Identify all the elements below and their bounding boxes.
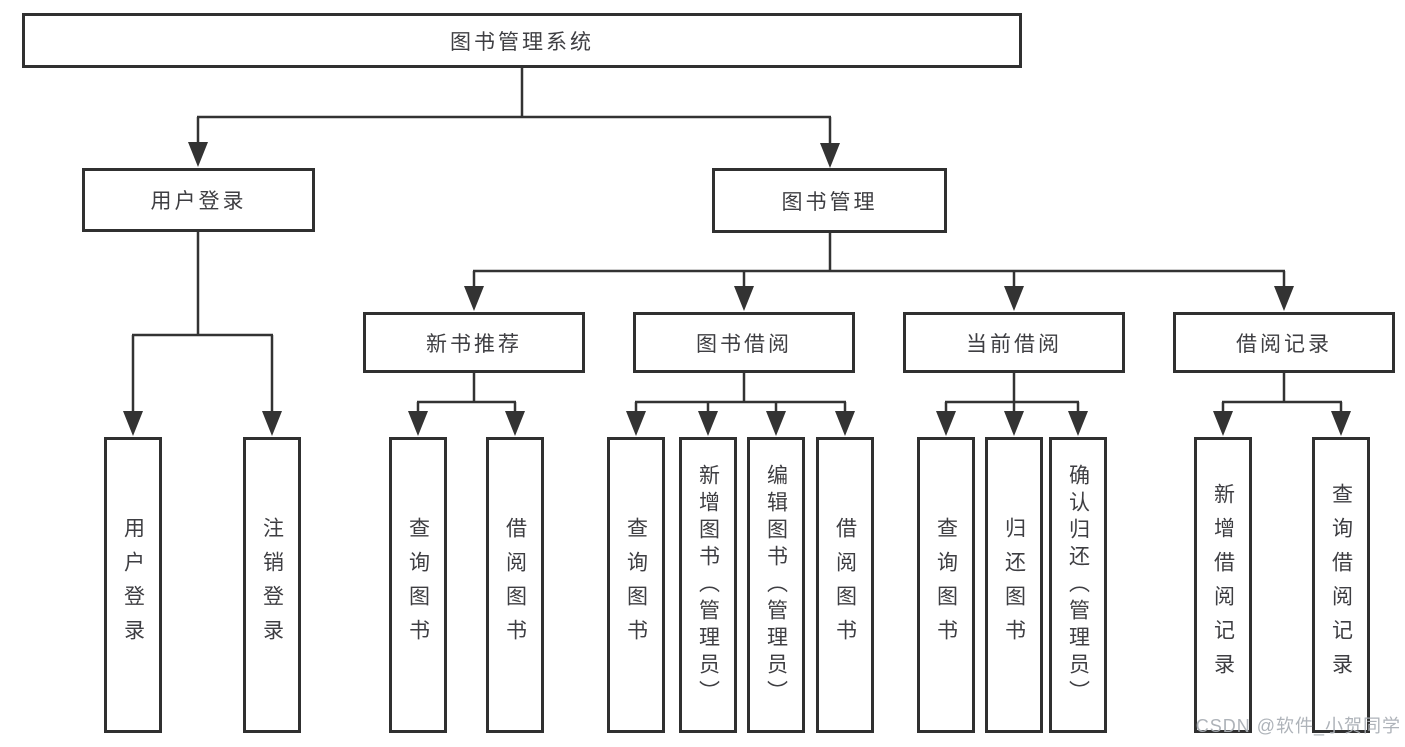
leaf-label: 新增借阅记录 (1211, 483, 1235, 687)
arrow-down-icon (1004, 411, 1024, 436)
leaf-newbooks-borrow-books: 借阅图书 (486, 437, 544, 733)
node-current-borrowing: 当前借阅 (903, 312, 1125, 373)
leaf-newbooks-query-books: 查询图书 (389, 437, 447, 733)
leaf-borrowing-query-books: 查询图书 (607, 437, 665, 733)
arrow-down-icon (262, 411, 282, 436)
leaf-borrowing-edit-books-admin: 编辑图书（管理员） (747, 437, 805, 733)
leaf-current-query-books: 查询图书 (917, 437, 975, 733)
watermark: CSDN @软件_小贺同学 (1195, 716, 1401, 736)
leaf-current-return-books: 归还图书 (985, 437, 1043, 733)
leaf-label: 查询图书 (934, 517, 958, 653)
node-book-borrowing: 图书借阅 (633, 312, 855, 373)
arrow-down-icon (505, 411, 525, 436)
arrow-down-icon (626, 411, 646, 436)
arrow-down-icon (1004, 286, 1024, 311)
arrow-down-icon (464, 286, 484, 311)
leaf-label: 查询图书 (624, 517, 648, 653)
arrow-down-icon (1213, 411, 1233, 436)
node-book-management: 图书管理 (712, 168, 947, 233)
node-new-book-recommendation: 新书推荐 (363, 312, 585, 373)
leaf-label: 编辑图书（管理员） (764, 463, 788, 707)
leaf-label: 用户登录 (121, 517, 145, 653)
arrow-down-icon (835, 411, 855, 436)
leaf-records-add-record: 新增借阅记录 (1194, 437, 1252, 733)
arrow-down-icon (936, 411, 956, 436)
leaf-label: 查询图书 (406, 517, 430, 653)
leaf-current-confirm-return-admin: 确认归还（管理员） (1049, 437, 1107, 733)
leaf-borrowing-borrow-books: 借阅图书 (816, 437, 874, 733)
node-borrowing-records: 借阅记录 (1173, 312, 1395, 373)
connector-lines (131, 68, 1343, 413)
arrow-down-icon (408, 411, 428, 436)
node-user-login: 用户登录 (82, 168, 315, 232)
arrow-down-icon (1331, 411, 1351, 436)
arrow-down-icon (734, 286, 754, 311)
arrow-down-icon (1274, 286, 1294, 311)
arrow-down-icon (188, 142, 208, 167)
node-book-management-system: 图书管理系统 (22, 13, 1022, 68)
leaf-label: 新增图书（管理员） (696, 463, 720, 707)
arrow-down-icon (1068, 411, 1088, 436)
arrow-down-icon (698, 411, 718, 436)
leaf-label: 确认归还（管理员） (1066, 463, 1090, 707)
arrow-down-icon (766, 411, 786, 436)
arrow-down-icon (820, 143, 840, 168)
leaf-label: 借阅图书 (503, 517, 527, 653)
leaf-borrowing-add-books-admin: 新增图书（管理员） (679, 437, 737, 733)
leaf-user-login: 用户登录 (104, 437, 162, 733)
leaf-records-query-record: 查询借阅记录 (1312, 437, 1370, 733)
leaf-label: 借阅图书 (833, 517, 857, 653)
leaf-label: 查询借阅记录 (1329, 483, 1353, 687)
arrowheads (123, 142, 1351, 436)
leaf-label: 归还图书 (1002, 517, 1026, 653)
leaf-logout: 注销登录 (243, 437, 301, 733)
arrow-down-icon (123, 411, 143, 436)
leaf-label: 注销登录 (260, 517, 284, 653)
